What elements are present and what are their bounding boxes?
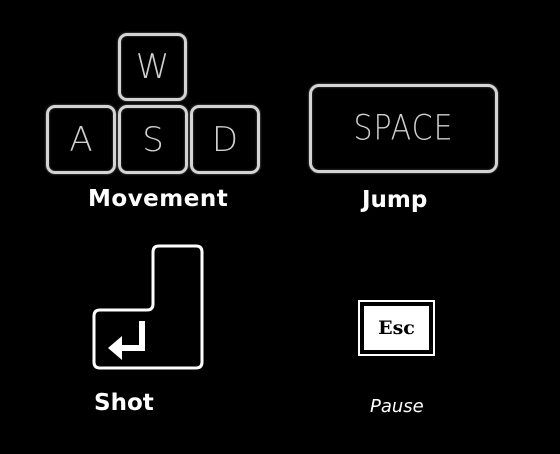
return-arrow-icon (108, 321, 145, 360)
key-space: SPACE (309, 84, 498, 173)
key-space-label: SPACE (353, 108, 454, 149)
key-w-label: W (135, 47, 170, 87)
key-esc: Esc (358, 300, 435, 356)
enter-key-icon (92, 244, 204, 370)
key-a-label: A (69, 119, 93, 160)
key-d-label: D (211, 119, 239, 160)
key-s: S (118, 105, 188, 174)
movement-label: Movement (88, 186, 229, 212)
key-w: W (118, 33, 187, 101)
key-esc-face: Esc (364, 306, 429, 350)
key-d: D (190, 105, 260, 174)
key-a: A (46, 105, 116, 174)
shot-label: Shot (94, 390, 154, 416)
jump-label: Jump (362, 187, 428, 213)
key-s-label: S (142, 119, 164, 160)
pause-label: Pause (370, 396, 424, 417)
key-esc-label: Esc (378, 317, 415, 339)
